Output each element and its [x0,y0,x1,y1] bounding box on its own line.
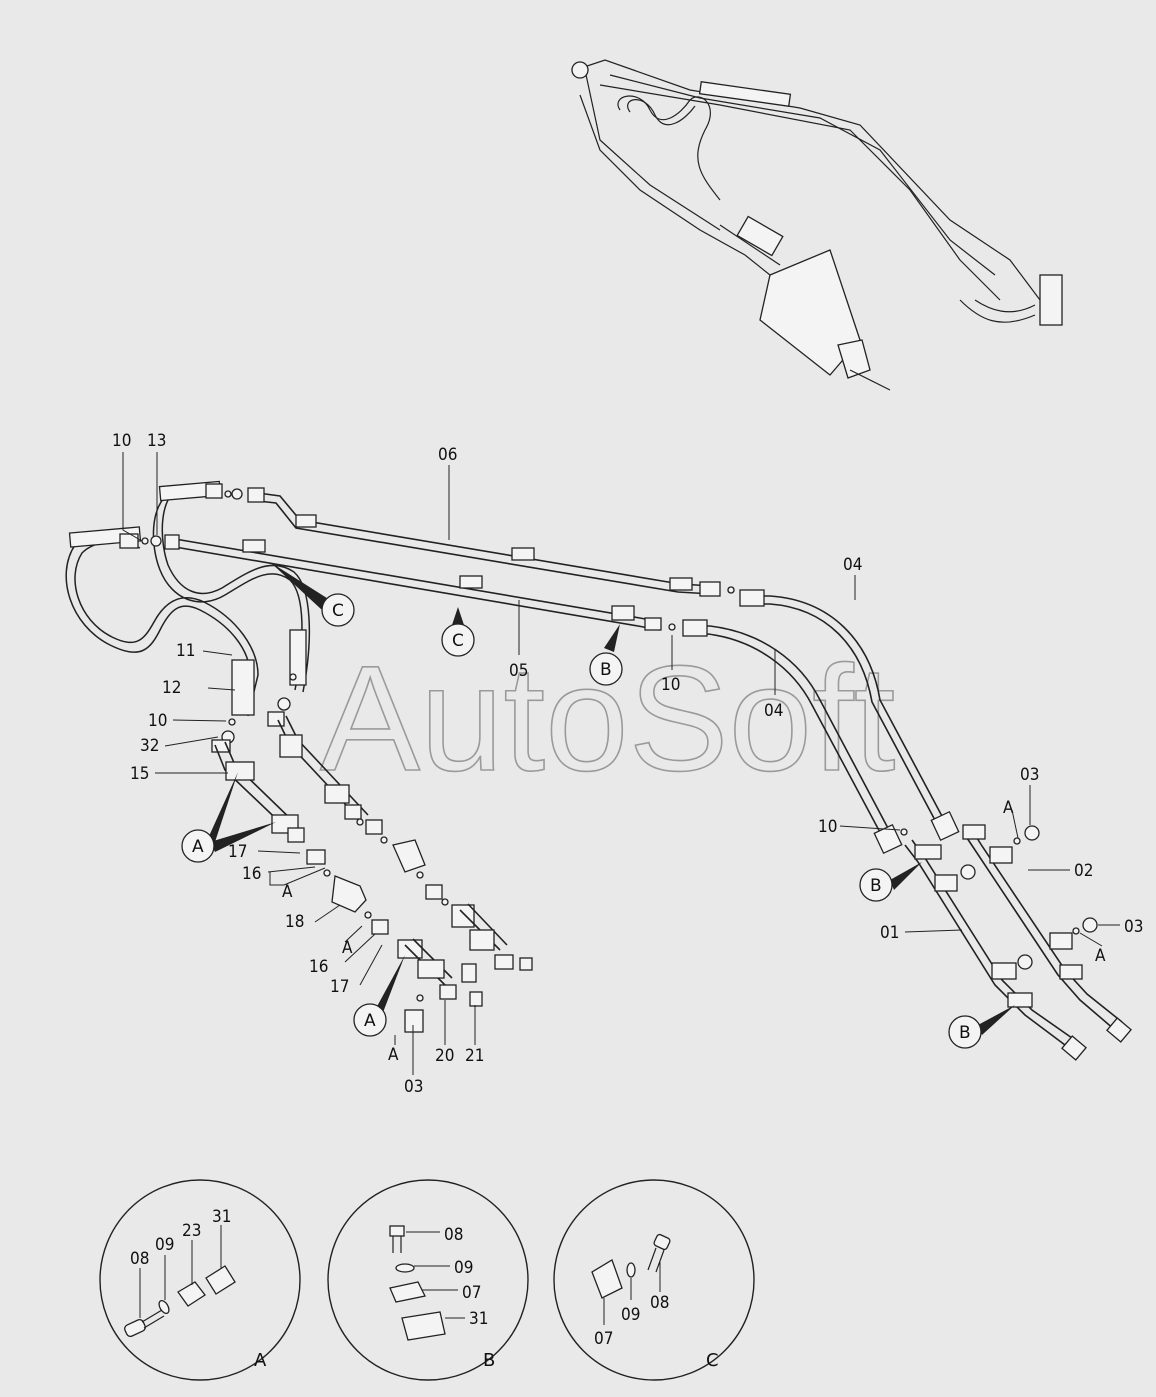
excavator-boom-illustration [571,59,1063,391]
svg-text:06: 06 [438,445,457,465]
detail-a: 08 09 23 31 A [99,1179,301,1381]
pipe-01 [904,839,1087,1061]
svg-text:03: 03 [1124,917,1143,937]
svg-text:11: 11 [176,641,195,661]
svg-text:17: 17 [228,842,247,862]
svg-text:A: A [1003,798,1014,818]
svg-text:A: A [282,882,293,902]
svg-text:16: 16 [242,864,261,884]
svg-text:04: 04 [843,555,862,575]
fitting-chain-middle [267,673,533,983]
svg-text:02: 02 [1074,861,1093,881]
pipe-06 [257,492,735,597]
svg-text:07: 07 [594,1329,613,1349]
svg-text:B: B [600,660,612,680]
washers-right [727,586,1080,935]
svg-text:15: 15 [130,764,149,784]
svg-text:10: 10 [661,675,680,695]
svg-text:A: A [388,1045,399,1065]
svg-text:21: 21 [465,1046,484,1066]
part-labels: 10 13 06 04 04 05 10 11 12 10 32 15 17 1… [112,431,1143,1097]
svg-text:05: 05 [509,661,528,681]
pipe-04-outer [739,589,960,842]
svg-text:04: 04 [764,701,783,721]
svg-text:09: 09 [621,1305,640,1325]
svg-text:31: 31 [469,1309,488,1329]
pipe-05 [174,538,676,631]
callout-b2: B [859,862,922,902]
svg-text:32: 32 [140,736,159,756]
svg-text:20: 20 [435,1046,454,1066]
svg-text:08: 08 [650,1293,669,1313]
svg-text:10: 10 [112,431,131,451]
svg-text:17: 17 [330,977,349,997]
svg-text:A: A [364,1011,376,1031]
detail-c: 07 09 08 C [553,1179,755,1381]
svg-text:A: A [192,837,204,857]
svg-text:10: 10 [818,817,837,837]
svg-text:13: 13 [147,431,166,451]
svg-text:08: 08 [444,1225,463,1245]
svg-text:A: A [254,1350,267,1371]
callout-b3: B [948,1005,1015,1049]
svg-text:B: B [870,876,882,896]
pipe-04-inner [682,619,903,855]
callout-b1: B [589,624,623,686]
svg-text:18: 18 [285,912,304,932]
svg-text:03: 03 [404,1077,423,1097]
svg-text:12: 12 [162,678,181,698]
svg-text:01: 01 [880,923,899,943]
svg-text:B: B [483,1350,495,1371]
svg-text:A: A [1095,946,1106,966]
svg-text:09: 09 [155,1235,174,1255]
svg-text:31: 31 [212,1207,231,1227]
leader-lines [122,452,1120,1075]
svg-text:07: 07 [462,1283,481,1303]
callout-a2: A [353,955,405,1037]
detail-b: 08 09 07 31 B [327,1179,529,1381]
svg-text:08: 08 [130,1249,149,1269]
fitting-chain-left [211,718,483,1033]
svg-text:23: 23 [182,1221,201,1241]
svg-text:16: 16 [309,957,328,977]
pipe-02 [962,824,1132,1043]
callout-c2: C [441,607,475,657]
svg-text:09: 09 [454,1258,473,1278]
svg-text:B: B [959,1023,971,1043]
svg-text:03: 03 [1020,765,1039,785]
svg-text:C: C [452,631,464,651]
svg-text:A: A [342,938,353,958]
svg-text:10: 10 [148,711,167,731]
callout-a1: A [181,772,276,863]
hose-11-12 [65,480,311,717]
callout-c1: C [270,562,355,627]
svg-text:C: C [332,601,344,621]
svg-text:C: C [706,1350,719,1371]
